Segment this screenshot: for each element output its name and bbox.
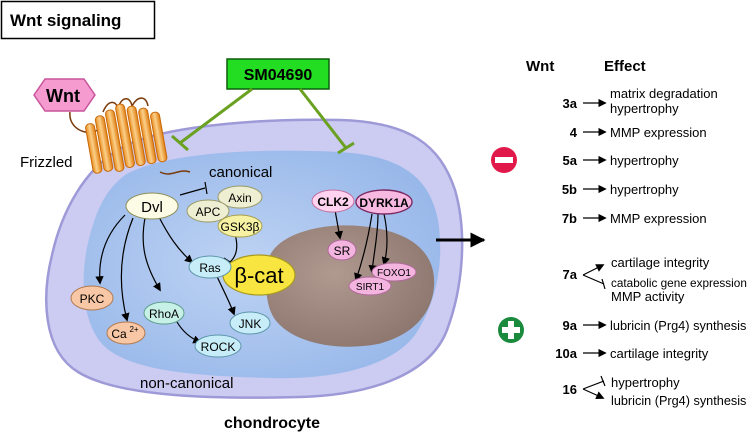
svg-text:MMP expression: MMP expression — [610, 125, 707, 140]
svg-text:APC: APC — [196, 205, 221, 219]
node-ca2: Ca 2+ — [106, 321, 146, 345]
svg-text:JNK: JNK — [239, 317, 262, 331]
svg-text:β-cat: β-cat — [234, 263, 283, 288]
table-row: 5a hypertrophy — [563, 153, 680, 168]
table-row: 3a matrix degradation hypertrophy — [563, 86, 718, 116]
node-sirt1: SIRT1 — [348, 276, 392, 296]
svg-text:matrix degradation: matrix degradation — [610, 86, 718, 101]
svg-text:2+: 2+ — [129, 325, 138, 334]
inhibitor: SM04690 — [171, 58, 355, 155]
svg-text:MMP expression: MMP expression — [610, 211, 707, 226]
table-row: 10a cartilage integrity — [555, 346, 708, 361]
canonical-label: canonical — [209, 164, 272, 181]
svg-text:cartilage integrity: cartilage integrity — [611, 255, 710, 270]
svg-text:7b: 7b — [562, 211, 577, 226]
svg-text:Ras: Ras — [199, 261, 220, 275]
svg-text:5b: 5b — [562, 182, 577, 197]
table-row: 4 MMP expression — [570, 125, 707, 140]
table-row: 16 hypertrophy lubricin (Prg4) synthesis — [563, 375, 747, 408]
wnt-hexagon — [33, 78, 96, 112]
svg-text:MMP activity: MMP activity — [611, 289, 685, 304]
svg-text:catabolic gene expression: catabolic gene expression — [611, 277, 747, 290]
table-row: 9a lubricin (Prg4) synthesis — [563, 318, 747, 333]
inhibitor-label: SM04690 — [244, 67, 313, 84]
svg-text:hypertrophy: hypertrophy — [610, 153, 679, 168]
node-dyrk1a: DYRK1A — [355, 189, 413, 215]
svg-text:SR: SR — [334, 244, 351, 258]
table-row: 7b MMP expression — [562, 211, 707, 226]
cell-label: chondrocyte — [224, 415, 320, 432]
node-bcat: β-cat — [222, 254, 296, 296]
non-canonical-label: non-canonical — [140, 375, 233, 392]
svg-text:GSK3β: GSK3β — [221, 220, 260, 234]
node-dvl: Dvl — [125, 192, 179, 220]
svg-text:CLK2: CLK2 — [317, 195, 349, 209]
svg-text:4: 4 — [570, 125, 578, 140]
svg-text:10a: 10a — [555, 346, 577, 361]
table-row: 7a cartilage integrity catabolic gene ex… — [563, 255, 747, 304]
svg-text:5a: 5a — [563, 153, 578, 168]
col-header-wnt: Wnt — [526, 58, 554, 75]
svg-text:lubricin (Prg4) synthesis: lubricin (Prg4) synthesis — [611, 394, 746, 408]
svg-text:ROCK: ROCK — [201, 340, 236, 354]
svg-text:hypertrophy: hypertrophy — [610, 182, 679, 197]
node-rock: ROCK — [194, 334, 242, 358]
svg-text:16: 16 — [563, 382, 577, 397]
node-gsk3b: GSK3β — [217, 214, 263, 238]
svg-text:hypertrophy: hypertrophy — [611, 375, 680, 390]
svg-text:FOXO1: FOXO1 — [377, 268, 411, 279]
frizzled-label: Frizzled — [20, 154, 73, 171]
minus-icon — [491, 147, 517, 173]
node-apc: APC — [186, 199, 230, 223]
svg-text:Dvl: Dvl — [141, 199, 163, 216]
svg-text:hypertrophy: hypertrophy — [610, 101, 679, 116]
svg-text:SIRT1: SIRT1 — [356, 282, 385, 293]
svg-text:cartilage integrity: cartilage integrity — [610, 346, 709, 361]
node-ras: Ras — [188, 255, 232, 279]
table-row: 5b hypertrophy — [562, 182, 679, 197]
svg-text:Ca: Ca — [111, 327, 127, 341]
effects-table: Wnt Effect 3a matrix degradation hypertr… — [526, 58, 747, 408]
node-axin: Axin — [217, 185, 263, 209]
node-pkc: PKC — [70, 285, 114, 311]
col-header-effect: Effect — [604, 58, 646, 75]
wnt-ligand: Wnt — [33, 78, 101, 133]
svg-text:DYRK1A: DYRK1A — [359, 196, 409, 210]
svg-text:7a: 7a — [563, 267, 578, 282]
svg-text:9a: 9a — [563, 318, 578, 333]
frizzled-receptor: Frizzled — [20, 97, 191, 175]
page-title: Wnt signaling — [10, 11, 121, 30]
svg-text:PKC: PKC — [80, 292, 105, 306]
node-rhoa: RhoA — [143, 301, 185, 325]
svg-text:RhoA: RhoA — [149, 307, 179, 321]
node-sr: SR — [327, 239, 357, 261]
svg-text:3a: 3a — [563, 96, 578, 111]
plus-icon — [498, 317, 524, 343]
svg-text:lubricin (Prg4) synthesis: lubricin (Prg4) synthesis — [610, 318, 746, 333]
svg-text:Axin: Axin — [228, 191, 251, 205]
wnt-label: Wnt — [46, 86, 80, 106]
node-clk2: CLK2 — [311, 189, 355, 213]
node-jnk: JNK — [229, 311, 271, 335]
title-box: Wnt signaling — [0, 0, 156, 40]
node-foxo1: FOXO1 — [371, 262, 417, 282]
